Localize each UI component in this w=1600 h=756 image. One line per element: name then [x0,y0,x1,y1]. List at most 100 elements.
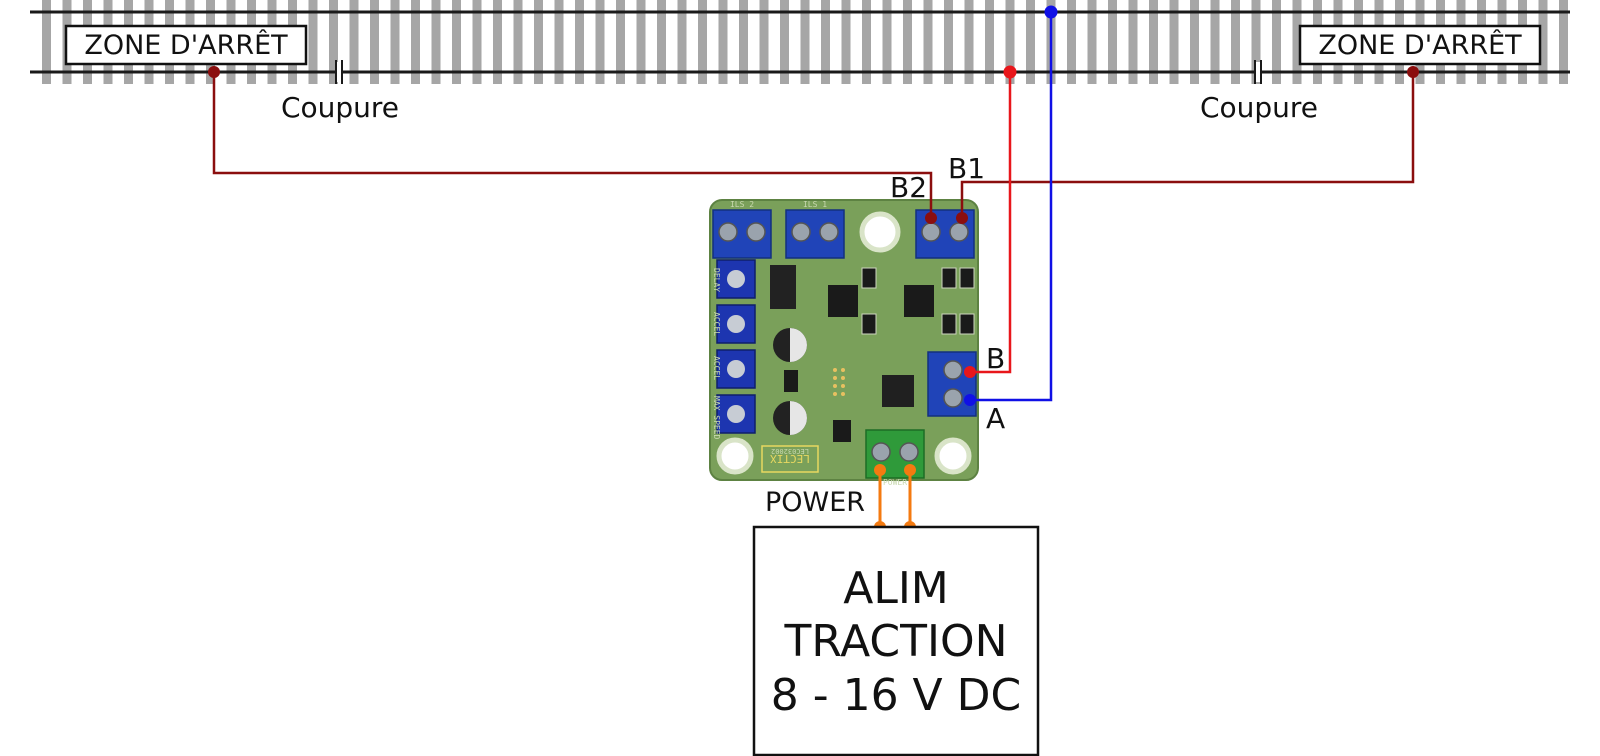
ic-left [828,285,858,317]
supply-line-1: ALIM [843,563,949,614]
sleeper [534,0,543,84]
sleeper [329,0,338,84]
sleeper [616,0,625,84]
zone-right-label: ZONE D'ARRÊT [1318,29,1522,61]
ic-right [904,285,934,317]
supply-line-3: 8 - 16 V DC [771,670,1022,721]
brand-label: LECTIX [770,452,810,465]
sleeper [862,0,871,84]
dot-rail-top [1044,5,1058,19]
sleeper [1231,0,1240,84]
sleeper [800,0,810,84]
sleeper [903,0,912,84]
sleeper [554,0,564,84]
sleeper [42,0,51,84]
wire-b1 [960,72,1415,218]
sleeper [308,0,318,84]
pot-label-accel-1: ACCEL [712,312,721,336]
ic-dip [770,265,796,309]
wires [212,12,1415,527]
ic-controller [882,375,914,407]
zone-right-box [1298,24,1542,66]
ils-1-silk: ILS 1 [803,200,827,209]
sleeper [1128,0,1138,84]
sleeper [1210,0,1220,84]
gap-left-label: Coupure [281,91,399,124]
supply-line-2: TRACTION [783,616,1007,667]
pcb-ref: LEC032002 [771,447,809,455]
sleeper [1149,0,1158,84]
wire-b [970,72,1012,374]
label-b1: B1 [948,152,985,185]
sleeper [431,0,441,84]
sleeper [595,0,605,84]
sleeper [390,0,400,84]
zone-left-box [64,24,308,66]
sleeper [821,0,830,84]
gap-right-label: Coupure [1200,91,1318,124]
dot-power-top-2 [904,464,916,476]
terminal-a-b [927,351,977,417]
dot-a [964,394,976,406]
sleeper [1559,0,1568,84]
label-a: A [986,402,1005,435]
dot-b1 [956,212,968,224]
wire-a [970,12,1053,402]
components [770,265,975,442]
sleeper [411,0,420,84]
sleeper [1087,0,1097,84]
sleeper [1005,0,1015,84]
sleeper [349,0,359,84]
gap-right-break [1254,62,1262,82]
label-power: POWER [765,487,865,518]
sleeper [718,0,728,84]
power-silk: POWER [883,478,907,487]
sleeper [964,0,974,84]
gap-left-break [335,62,343,82]
sleeper [739,0,748,84]
pot-label-delay: DELAY [712,268,721,292]
mount-hole-bottom-right [934,437,972,475]
transistor [784,370,798,392]
sleeper [472,0,482,84]
terminal-ils-2 [712,209,772,259]
sleeper [780,0,789,84]
sleeper [1272,0,1281,84]
connection-dots [208,5,1419,533]
dot-rail-bottom [1003,65,1017,79]
dot-b2 [925,212,937,224]
sleeper [1292,0,1302,84]
dot-zone-left [208,66,220,78]
sleeper [759,0,769,84]
mount-hole-bottom-left [716,437,754,475]
sleeper [1251,0,1261,84]
sleeper [575,0,584,84]
dot-b [964,366,976,378]
pot-label-max-speed: MAX SPEED [712,396,721,440]
label-b: B [986,342,1005,375]
dot-power-top-1 [874,464,886,476]
terminal-power [865,429,925,479]
sleeper [841,0,851,84]
regulator [833,420,851,442]
sleeper [370,0,379,84]
sleeper [493,0,502,84]
terminal-ils-1 [785,209,845,259]
track: ZONE D'ARRÊT ZONE D'ARRÊT Coupure Coupur… [30,0,1570,124]
sleeper [944,0,953,84]
sleeper [923,0,933,84]
sleeper [1169,0,1179,84]
label-b2: B2 [890,171,927,204]
sleeper [1067,0,1076,84]
sleeper [882,0,892,84]
sleeper [452,0,461,84]
sleeper [985,0,994,84]
sleeper [1190,0,1199,84]
ils-2-silk: ILS 2 [730,200,754,209]
supply-box [752,525,1040,756]
brand-box [761,445,819,473]
potentiometers [716,259,756,434]
sleeper [698,0,707,84]
wire-b2 [212,72,933,218]
